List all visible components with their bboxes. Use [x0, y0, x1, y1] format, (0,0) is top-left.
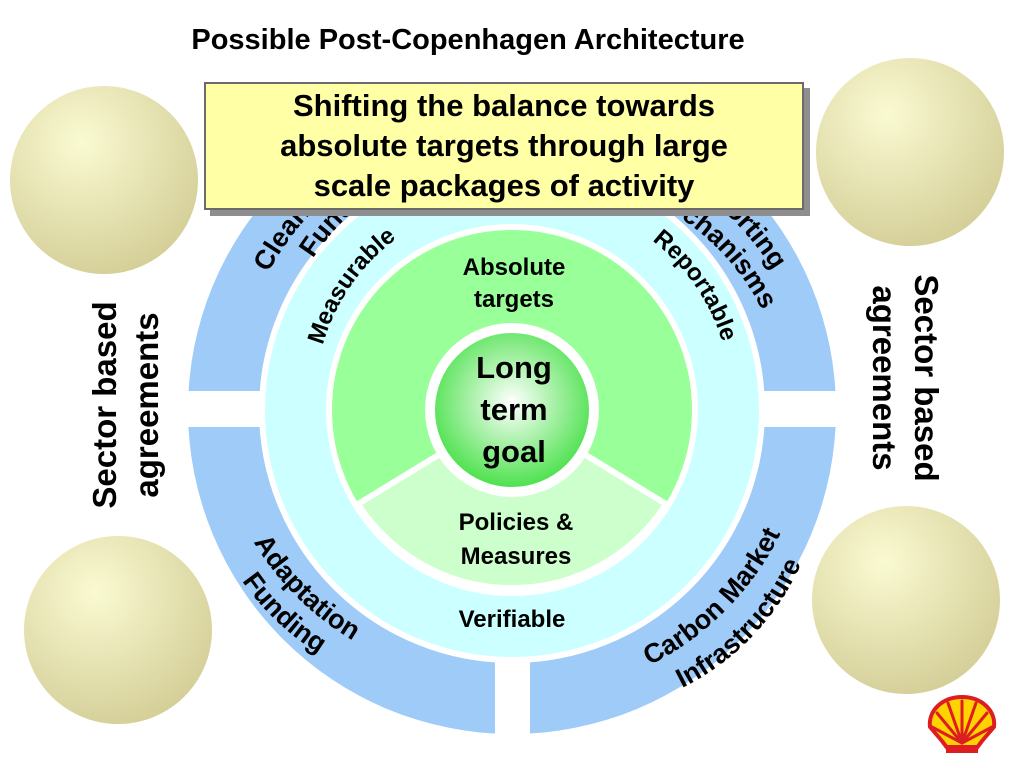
sphere-bottom-right: [812, 506, 1000, 694]
sphere-bottom-left: [24, 536, 212, 724]
label-verifiable: Verifiable: [459, 606, 566, 633]
center-line-1: Long: [476, 350, 552, 385]
center-line-3: goal: [482, 434, 546, 469]
page-title: Possible Post-Copenhagen Architecture: [191, 24, 745, 56]
sector-right-line-1: Sector based: [908, 274, 945, 481]
sphere-top-left: [10, 86, 198, 274]
shell-logo-icon: [927, 695, 997, 753]
sphere-top-right: [816, 58, 1004, 246]
center-line-2: term: [480, 392, 547, 427]
label-absolute-2: targets: [474, 286, 554, 313]
sector-left-line-1: Sector based: [86, 301, 123, 508]
inner-sector-policies: [355, 407, 669, 592]
callout-box: Shifting the balance towards absolute ta…: [204, 82, 804, 210]
callout-text: Shifting the balance towards absolute ta…: [280, 88, 728, 203]
sector-left-line-2: agreements: [128, 312, 165, 497]
label-policies-2: Measures: [461, 543, 572, 570]
label-policies-1: Policies &: [459, 509, 574, 536]
center-circle: [425, 323, 599, 497]
label-absolute-1: Absolute: [463, 254, 566, 281]
sector-right-line-2: agreements: [866, 285, 903, 470]
